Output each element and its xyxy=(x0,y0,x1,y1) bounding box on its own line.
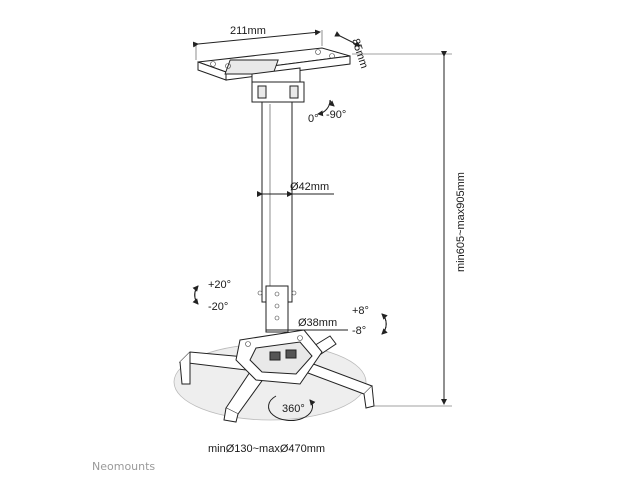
ceiling-plate xyxy=(197,47,351,97)
rotation-indicator: 360° xyxy=(268,395,316,422)
main-tube xyxy=(261,101,293,303)
inner-tube-diameter-label: Ø38mm xyxy=(298,317,337,329)
tilt-right-a-label: +8° xyxy=(352,305,369,317)
tilt-top-b-label: -90° xyxy=(326,109,346,121)
rotation-label: 360° xyxy=(282,403,305,415)
top-joint xyxy=(251,81,305,103)
right-tilt-indicator: +8° -8° xyxy=(352,305,388,337)
plate-depth-label: 85mm xyxy=(349,37,370,70)
tilt-left-b-label: -20° xyxy=(208,301,228,313)
brand-logo: Neomounts xyxy=(92,460,155,473)
projector-bracket xyxy=(173,329,375,423)
plate-width-label: 211mm xyxy=(230,25,266,37)
height-dimension: min605~max905mm xyxy=(352,51,467,407)
arm-range-label: minØ130~maxØ470mm xyxy=(208,443,325,455)
plate-width-dimension: 211mm xyxy=(192,25,323,60)
tilt-top-a-label: 0° xyxy=(308,113,319,125)
tilt-right-b-label: -8° xyxy=(352,325,366,337)
height-range-label: min605~max905mm xyxy=(455,172,467,272)
top-tilt-indicator: 0° -90° xyxy=(308,99,346,125)
tube-diameter-label: Ø42mm xyxy=(290,181,329,193)
inner-tube xyxy=(257,285,297,333)
tilt-left-a-label: +20° xyxy=(208,279,231,291)
inner-tube-diameter-dimension: Ø38mm xyxy=(266,317,348,331)
left-tilt-indicator: +20° -20° xyxy=(192,279,231,313)
tube-diameter-dimension: Ø42mm xyxy=(257,181,334,197)
